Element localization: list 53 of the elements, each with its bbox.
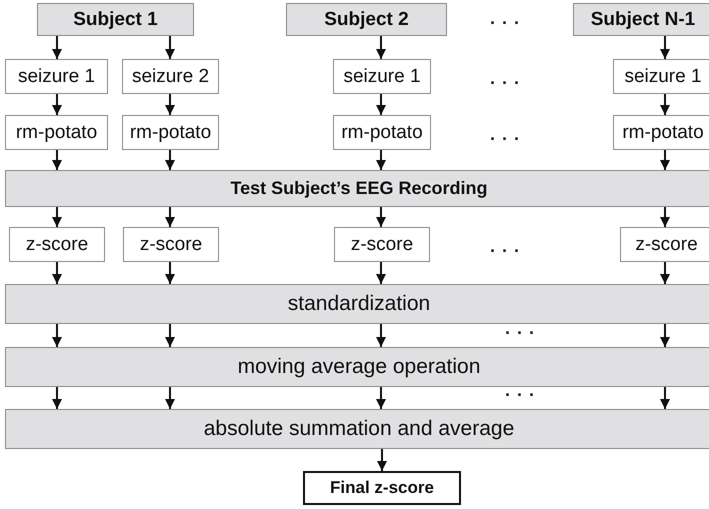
arrow xyxy=(52,207,62,227)
arrow xyxy=(52,262,62,284)
arrow xyxy=(377,449,387,471)
ellipsis: . . . xyxy=(490,68,520,89)
subject-box: Subject 1 xyxy=(37,3,194,36)
result-box: Final z-score xyxy=(303,471,461,505)
arrow xyxy=(165,207,175,227)
arrow xyxy=(165,324,175,347)
arrow xyxy=(165,262,175,284)
arrow xyxy=(376,94,386,115)
process-band: Test Subject’s EEG Recording xyxy=(5,170,709,207)
arrow xyxy=(165,387,175,409)
subject-box: Subject N-1 xyxy=(573,3,709,36)
arrow xyxy=(376,387,386,409)
process-band: absolute summation and average xyxy=(5,409,709,449)
arrow xyxy=(376,36,386,59)
arrow xyxy=(376,207,386,227)
process-box: seizure 1 xyxy=(613,59,709,94)
subject-box: Subject 2 xyxy=(286,3,447,36)
ellipsis: . . . xyxy=(490,8,520,29)
ellipsis: . . . xyxy=(490,236,520,257)
arrow xyxy=(660,36,670,59)
arrow xyxy=(376,262,386,284)
arrow xyxy=(660,207,670,227)
arrow xyxy=(660,150,670,170)
arrow xyxy=(52,387,62,409)
arrow xyxy=(660,262,670,284)
process-box: seizure 2 xyxy=(122,59,219,94)
process-band: moving average operation xyxy=(5,347,709,387)
process-box: seizure 1 xyxy=(333,59,431,94)
process-box: z-score xyxy=(334,227,430,262)
process-box: rm-potato xyxy=(333,115,431,150)
process-box: seizure 1 xyxy=(5,59,108,94)
arrow xyxy=(165,36,175,59)
process-box: z-score xyxy=(9,227,105,262)
arrow xyxy=(165,94,175,115)
arrow xyxy=(165,150,175,170)
process-box: z-score xyxy=(620,227,709,262)
arrow xyxy=(376,324,386,347)
arrow xyxy=(660,387,670,409)
process-box: rm-potato xyxy=(5,115,108,150)
process-box: rm-potato xyxy=(613,115,709,150)
process-box: z-score xyxy=(123,227,219,262)
ellipsis: . . . xyxy=(490,124,520,145)
arrow xyxy=(660,94,670,115)
arrow xyxy=(52,94,62,115)
process-box: rm-potato xyxy=(122,115,219,150)
arrow xyxy=(52,324,62,347)
arrow xyxy=(376,150,386,170)
arrow xyxy=(52,36,62,59)
arrow xyxy=(52,150,62,170)
arrow xyxy=(660,324,670,347)
process-band: standardization xyxy=(5,284,709,324)
